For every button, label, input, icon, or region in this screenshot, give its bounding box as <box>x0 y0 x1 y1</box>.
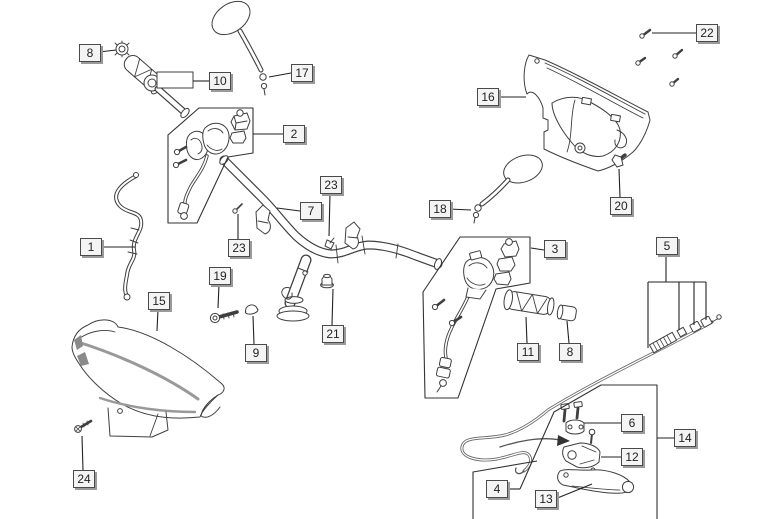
callout-label: 11 <box>521 345 535 359</box>
callout-label: 22 <box>700 26 714 40</box>
callout-label: 18 <box>433 202 447 216</box>
part-right-switch-assembly <box>431 238 520 393</box>
region-4-outline <box>472 460 538 519</box>
callout-label: 9 <box>252 346 260 360</box>
part-right-mirror <box>211 0 268 96</box>
part-cap-9 <box>244 304 259 315</box>
part-left-grip <box>114 40 190 119</box>
callout-20[interactable]: 20 <box>610 197 632 215</box>
callout-13[interactable]: 13 <box>535 490 557 508</box>
callout-1[interactable]: 1 <box>80 238 102 256</box>
part-transmission-cable <box>114 172 144 301</box>
callout-10[interactable]: 10 <box>209 72 231 90</box>
callout-label: 13 <box>539 492 553 506</box>
part-steering-column <box>276 254 312 322</box>
callout-label: 3 <box>551 242 559 256</box>
callout-label: 10 <box>213 74 227 88</box>
callout-9[interactable]: 9 <box>245 344 267 362</box>
part-lever-bolts <box>560 401 596 444</box>
region-outlines <box>167 107 658 519</box>
callout-label: 16 <box>481 90 495 104</box>
callout-label: 12 <box>625 450 639 464</box>
callout-label: 21 <box>326 327 340 341</box>
callout-label: 24 <box>77 472 91 486</box>
region-3-outline <box>422 236 531 399</box>
callout-8-right[interactable]: 8 <box>559 343 581 361</box>
callout-23-lower[interactable]: 23 <box>228 239 250 257</box>
callout-label: 23 <box>324 178 338 192</box>
callout-label: 7 <box>307 204 315 218</box>
callout-24[interactable]: 24 <box>73 470 95 488</box>
callout-label: 8 <box>566 345 574 359</box>
callout-4[interactable]: 4 <box>486 480 508 498</box>
callout-label: 14 <box>678 431 692 445</box>
part-nut-21 <box>320 273 334 289</box>
part-bolt-19 <box>209 310 239 324</box>
callout-label: 8 <box>86 46 94 60</box>
part-cover-screws <box>635 28 684 87</box>
part-grip-end-cap <box>556 304 577 322</box>
callout-3[interactable]: 3 <box>544 240 566 258</box>
callout-label: 2 <box>290 127 298 141</box>
callout-label: 23 <box>232 241 246 255</box>
callout-19[interactable]: 19 <box>209 267 231 285</box>
part-pin-23-upper <box>324 237 335 250</box>
callout-label: 15 <box>152 294 166 308</box>
callout-5[interactable]: 5 <box>656 237 678 255</box>
part-handlebar <box>219 155 443 270</box>
callout-7[interactable]: 7 <box>300 202 322 220</box>
part-front-handlebar-cover <box>71 319 225 438</box>
callout-17[interactable]: 17 <box>291 64 313 82</box>
part-screw-24 <box>74 419 93 433</box>
callout-label: 1 <box>87 240 95 254</box>
callout-14[interactable]: 14 <box>674 429 696 447</box>
part-left-switch-assembly <box>172 109 251 220</box>
part-10-bracket-box <box>156 71 194 89</box>
callout-label: 5 <box>663 239 671 253</box>
callout-2[interactable]: 2 <box>283 125 305 143</box>
callout-23-upper[interactable]: 23 <box>320 176 342 194</box>
callout-label: 6 <box>628 416 636 430</box>
region-14-outline <box>519 384 658 519</box>
callout-21[interactable]: 21 <box>322 325 344 343</box>
callout-11[interactable]: 11 <box>517 343 539 361</box>
callout-label: 4 <box>493 482 501 496</box>
callout-18[interactable]: 18 <box>429 200 451 218</box>
callout-12[interactable]: 12 <box>621 448 643 466</box>
part-left-mirror <box>472 154 543 224</box>
callout-22[interactable]: 22 <box>696 24 718 42</box>
region-2-outline <box>167 107 254 224</box>
callout-15[interactable]: 15 <box>148 292 170 310</box>
callout-label: 20 <box>614 199 628 213</box>
part-rear-handlebar-cover <box>523 54 651 172</box>
callout-label: 17 <box>295 66 309 80</box>
part-cover-bolt <box>611 153 627 168</box>
leader-lines <box>81 32 707 500</box>
callout-8-left[interactable]: 8 <box>79 44 101 62</box>
callout-6[interactable]: 6 <box>621 414 643 432</box>
callout-label: 19 <box>213 269 227 283</box>
part-brake-lever <box>557 469 635 494</box>
part-throttle-cable <box>460 314 722 475</box>
part-right-grip <box>503 289 555 316</box>
callout-16[interactable]: 16 <box>477 88 499 106</box>
part-pin-23-lower <box>232 203 243 214</box>
